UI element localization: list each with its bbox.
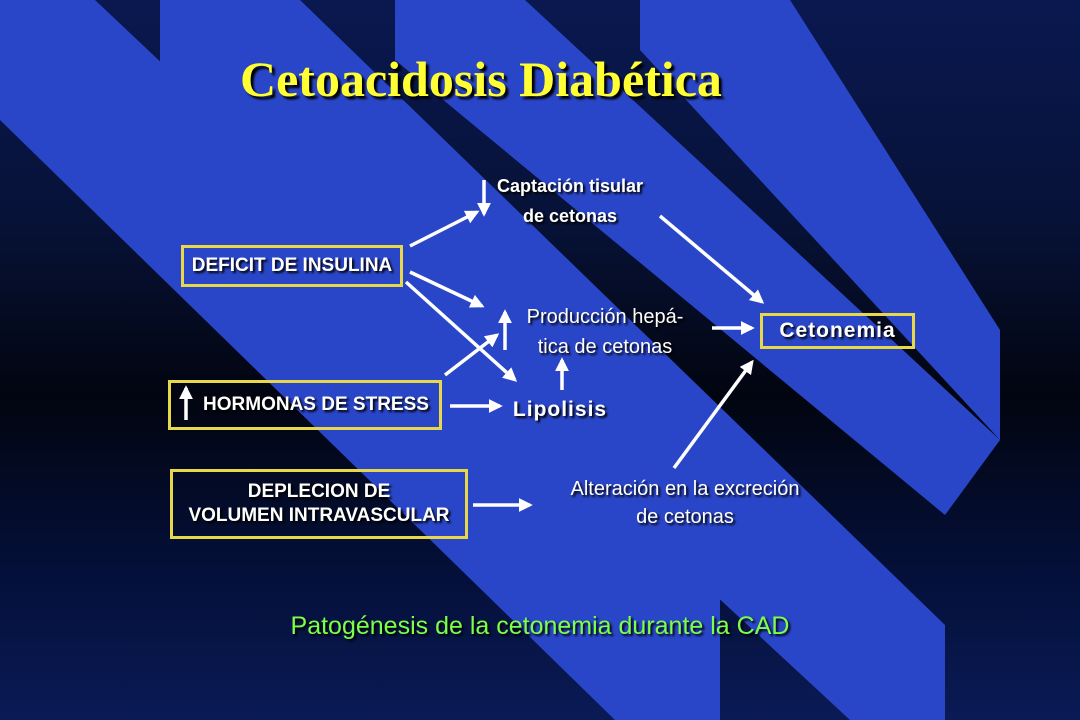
captacion-label: Captación tisular de cetonas: [475, 172, 665, 231]
captacion-label-1: Captación tisular: [496, 176, 644, 196]
figure-caption: Patogénesis de la cetonemia durante la C…: [290, 612, 790, 640]
stripe-4: [640, 0, 1000, 440]
deficit-insulina-box: DEFICIT DE INSULINA: [181, 245, 403, 287]
alteracion-label-2: de cetonas: [636, 506, 734, 528]
hormonas-stress-label: HORMONAS DE STRESS: [203, 394, 429, 416]
deficit-insulina-label: DEFICIT DE INSULINA: [191, 255, 393, 277]
captacion-label-2: de cetonas: [522, 205, 618, 226]
deplecion-label-2: VOLUMEN INTRAVASCULAR: [188, 505, 450, 526]
cetonemia-label: Cetonemia: [779, 318, 896, 342]
alteracion-label: Alteración en la excreción de cetonas: [530, 475, 840, 531]
cetonemia-box: Cetonemia: [760, 313, 915, 349]
produccion-label: Producción hepá- tica de cetonas: [495, 302, 715, 362]
deplecion-box: DEPLECION DE VOLUMEN INTRAVASCULAR: [170, 469, 468, 539]
alteracion-label-1: Alteración en la excreción: [570, 478, 800, 500]
stripe-2: [160, 0, 945, 720]
produccion-label-1: Producción hepá-: [526, 306, 684, 328]
stripe-1: [0, 0, 720, 720]
deplecion-label-1: DEPLECION DE: [247, 481, 391, 503]
produccion-label-2: tica de cetonas: [537, 336, 673, 358]
page-title: Cetoacidosis Diabética: [240, 51, 722, 107]
lipolisis-label: Lipolisis: [512, 398, 608, 421]
hormonas-stress-box: HORMONAS DE STRESS: [168, 380, 442, 430]
